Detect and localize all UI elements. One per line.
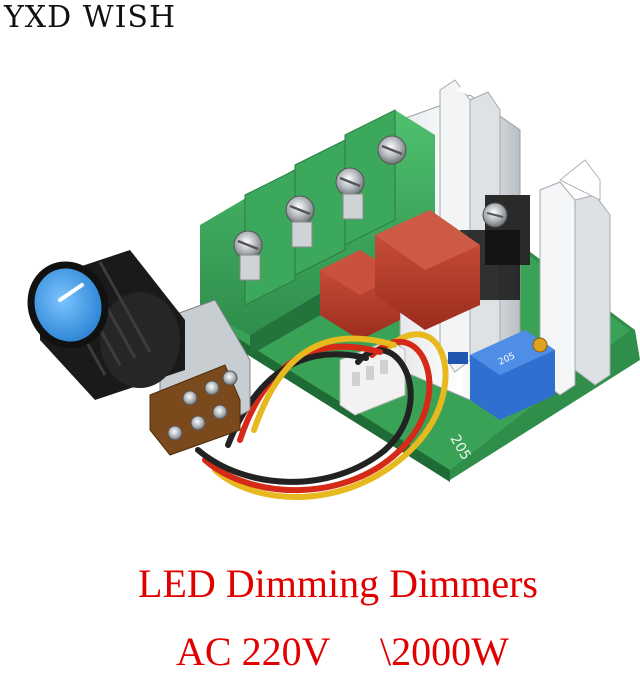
trimmer-potentiometer: 205 [448,330,555,420]
brand-title: YXD WISH [4,0,177,35]
capacitors [320,210,480,340]
caption-voltage: AC 220V [176,629,331,674]
caption-power: \2000W [380,629,509,674]
caption-title: LED Dimming Dimmers [0,560,640,607]
knob [27,250,185,400]
wires [195,331,449,501]
caption-title-text: LED Dimming Dimmers [138,561,538,606]
product-photo: 205 [27,79,640,501]
